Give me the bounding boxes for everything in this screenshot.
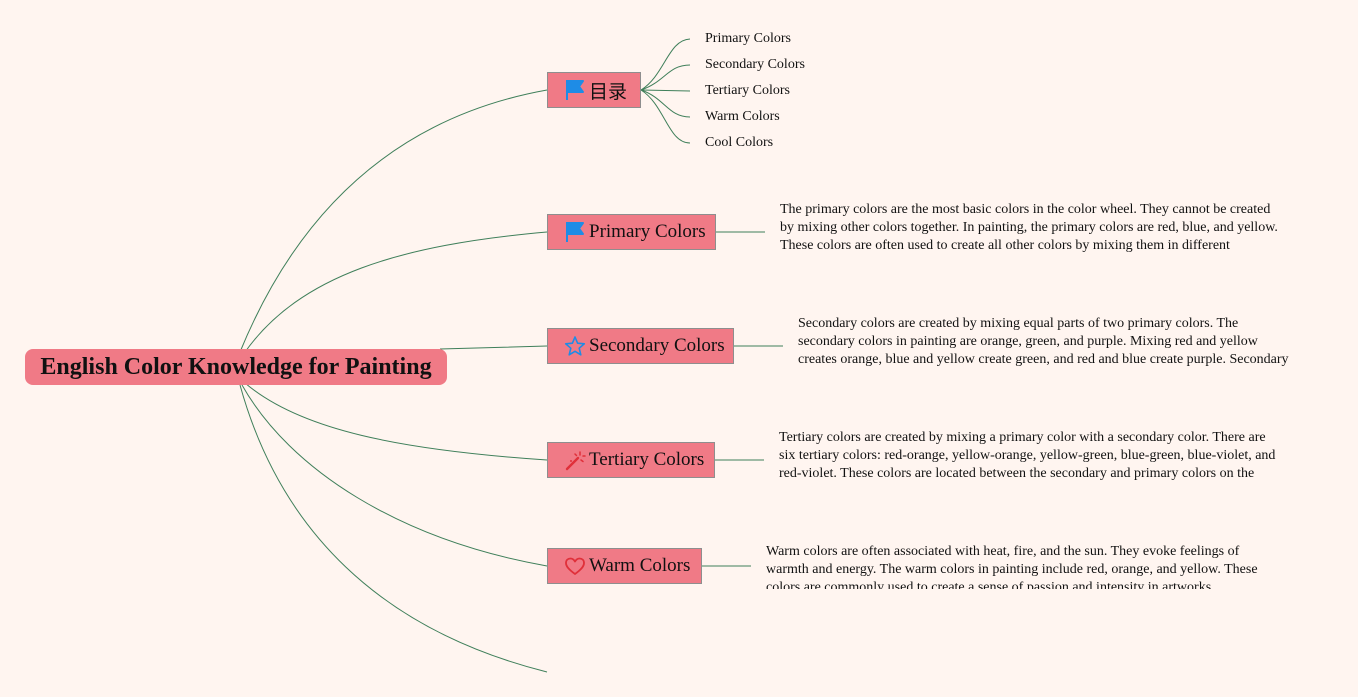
warm-colors-description: Warm colors are often associated with he… — [766, 544, 1258, 589]
toc-item-warm[interactable]: Warm Colors — [705, 109, 780, 124]
topic-warm-colors[interactable]: Warm Colors — [547, 548, 702, 584]
connector-toc-item-5 — [640, 89, 691, 144]
connector-root-secondary — [439, 345, 548, 350]
toc-item-tertiary[interactable]: Tertiary Colors — [705, 83, 790, 98]
connector-root-primary — [244, 231, 548, 353]
toc-item-cool[interactable]: Cool Colors — [705, 135, 774, 150]
secondary-colors-description: Secondary colors are created by mixing e… — [798, 316, 1289, 367]
primary-colors-description: The primary colors are the most basic co… — [780, 202, 1278, 253]
topic-tertiary-colors-label: Tertiary Colors — [589, 449, 705, 470]
magic-wand-icon — [564, 449, 586, 471]
topic-warm-colors-label: Warm Colors — [589, 555, 691, 576]
topic-toc-label: 目录 — [589, 81, 628, 103]
root-label: English Color Knowledge for Painting — [40, 353, 432, 380]
topic-primary-colors-label: Primary Colors — [589, 221, 706, 242]
toc-item-secondary[interactable]: Secondary Colors — [705, 57, 805, 72]
connector-toc-item-3 — [640, 89, 691, 92]
topic-secondary-colors[interactable]: Secondary Colors — [547, 328, 734, 364]
flag-icon — [564, 221, 586, 243]
connector-toc-item-2 — [640, 64, 691, 91]
toc-item-primary[interactable]: Primary Colors — [705, 31, 791, 46]
connector-toc-item-4 — [640, 89, 691, 118]
topic-tertiary-colors[interactable]: Tertiary Colors — [547, 442, 715, 478]
connector-root-warm — [241, 384, 548, 567]
topic-primary-colors[interactable]: Primary Colors — [547, 214, 716, 250]
connector-root-cool — [239, 384, 548, 673]
heart-icon — [564, 555, 586, 577]
tertiary-colors-description: Tertiary colors are created by mixing a … — [779, 430, 1276, 481]
topic-secondary-colors-label: Secondary Colors — [589, 335, 725, 356]
connector-toc-item-1 — [640, 38, 691, 91]
connector-root-tertiary — [244, 382, 548, 461]
topic-toc[interactable]: 目录 — [547, 72, 641, 108]
star-icon — [564, 335, 586, 357]
flag-icon — [564, 79, 586, 101]
root-node[interactable]: English Color Knowledge for Painting — [25, 349, 447, 385]
connector-root-toc — [239, 89, 548, 353]
